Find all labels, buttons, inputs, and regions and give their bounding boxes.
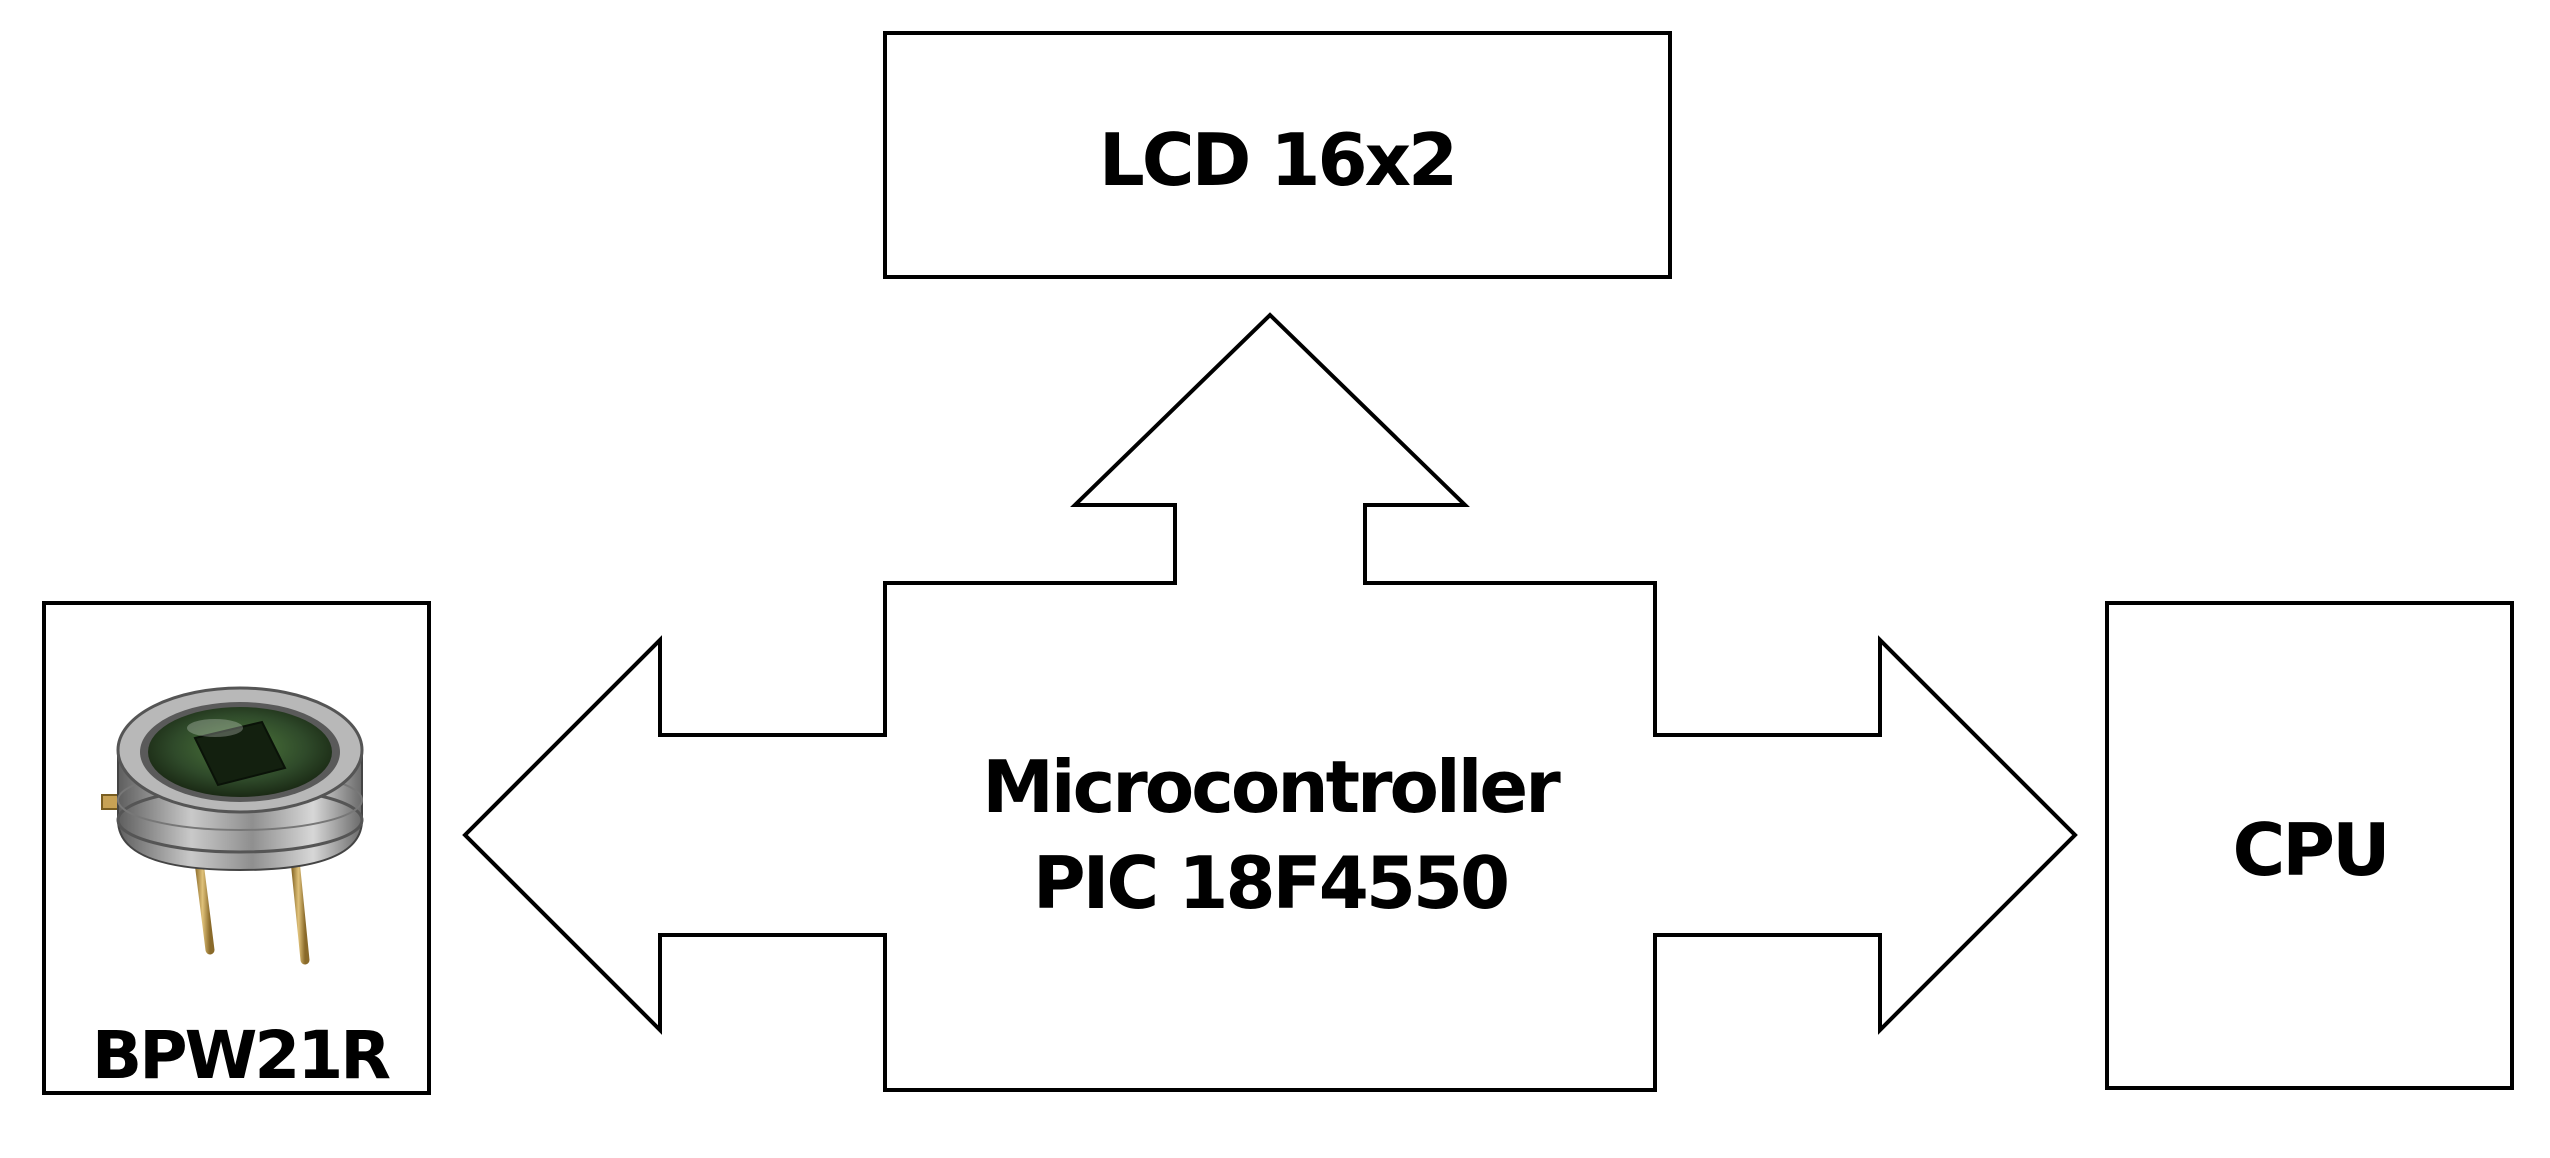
photodiode-icon	[101, 686, 364, 965]
lcd-label: LCD 16x2	[1099, 118, 1455, 202]
microcontroller-model-label: PIC 18F4550	[1033, 841, 1507, 925]
cpu-block	[2105, 601, 2514, 1090]
sensor-label: BPW21R	[92, 1017, 390, 1094]
microcontroller-name-label: Microcontroller	[982, 745, 1561, 829]
lcd-block	[883, 31, 1672, 279]
cpu-label: CPU	[2232, 808, 2387, 892]
microcontroller-block	[462, 312, 2078, 1092]
